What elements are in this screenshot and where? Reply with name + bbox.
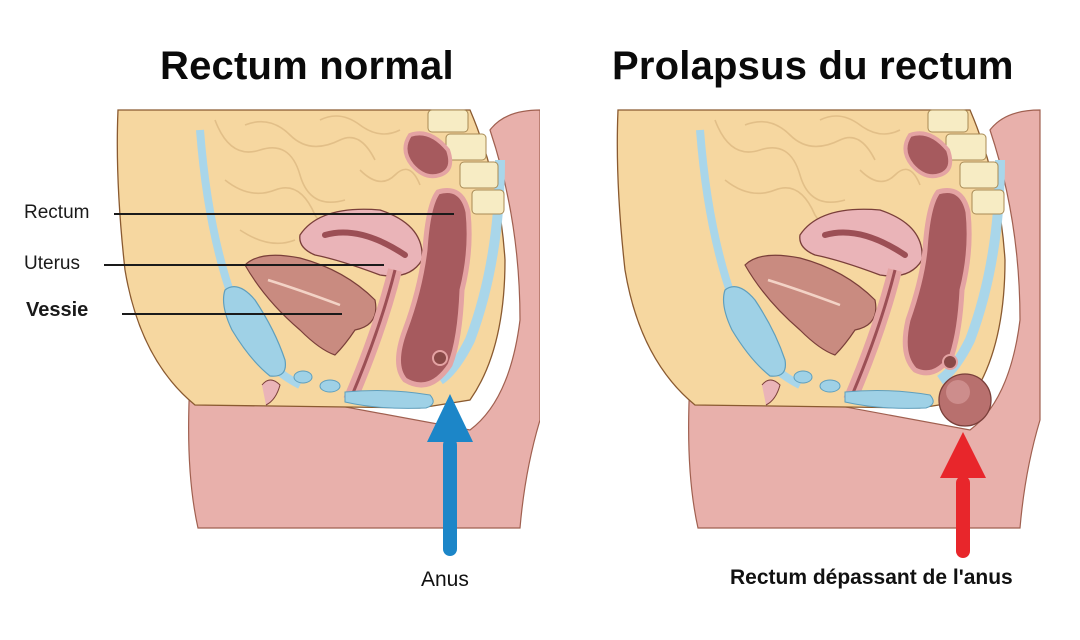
leader-line-vessie	[122, 313, 342, 315]
leader-line-rectum	[114, 213, 454, 215]
panel-title-prolapse: Prolapsus du rectum	[612, 44, 1014, 88]
anus-arrow-icon	[427, 394, 473, 556]
prolapse-anatomy-illustration	[616, 109, 1041, 558]
label-uterus: Uterus	[24, 253, 80, 274]
panel-normal-rectum: Rectum normal	[24, 44, 540, 591]
panel-title-normal: Rectum normal	[160, 44, 454, 88]
caption-anus: Anus	[421, 568, 469, 591]
prolapse-arrow-icon	[940, 432, 986, 558]
prolapsed-rectum	[938, 354, 992, 427]
panel-rectal-prolapse: Prolapsus du rectum	[540, 0, 1080, 640]
caption-rectum-protruding: Rectum dépassant de l'anus	[730, 566, 1013, 589]
normal-anatomy-illustration	[116, 109, 540, 556]
leader-line-uterus	[104, 264, 384, 266]
label-vessie: Vessie	[26, 299, 89, 321]
label-rectum: Rectum	[24, 202, 90, 223]
